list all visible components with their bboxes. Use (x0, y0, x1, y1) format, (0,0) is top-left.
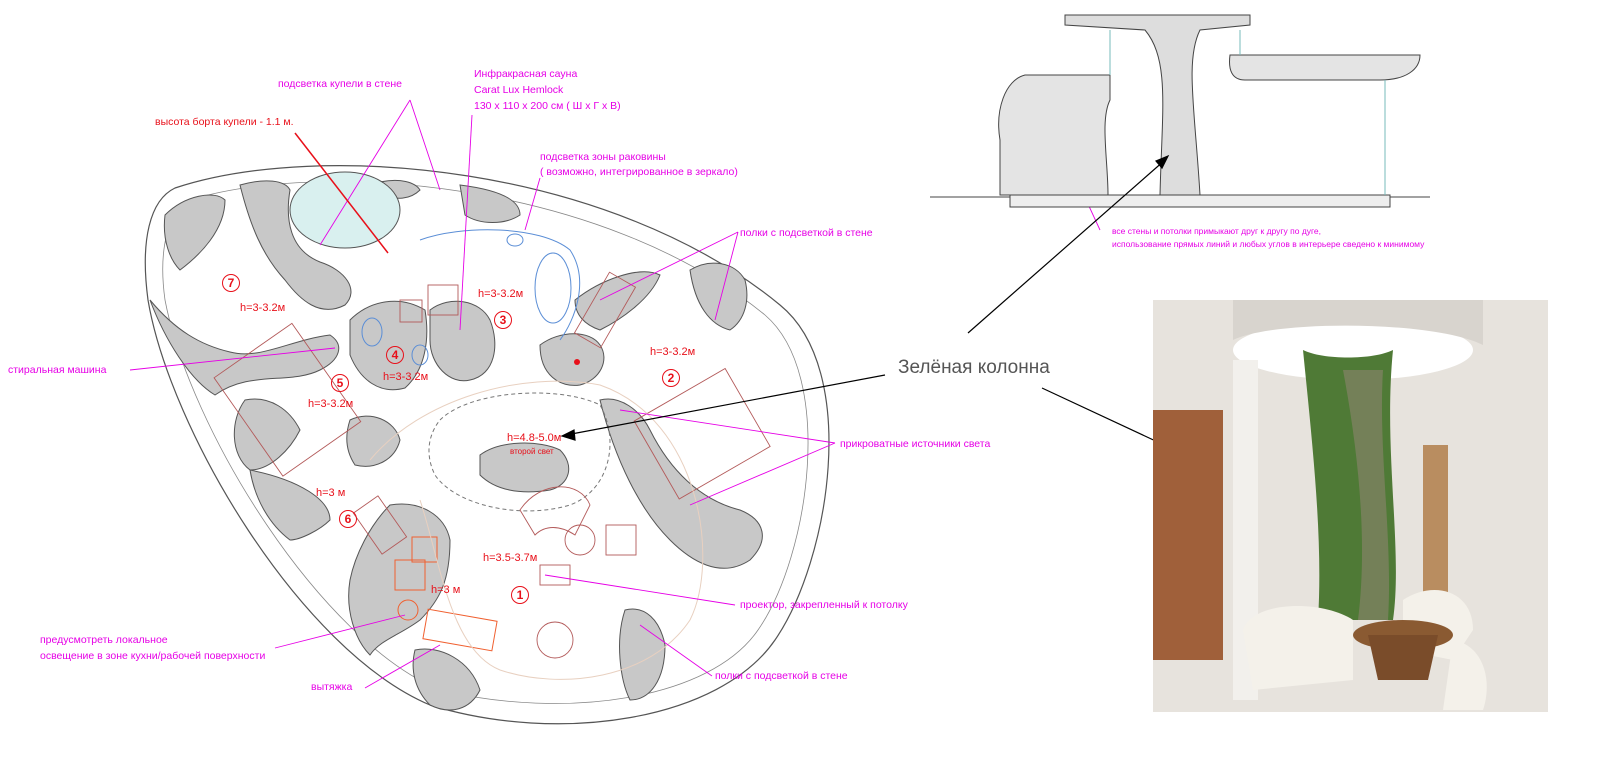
section-note-2: использование прямых линий и любых углов… (1112, 239, 1425, 249)
atrium-note: второй свет (510, 447, 554, 456)
shelves-bottom-label: полки с подсветкой в стене (715, 670, 848, 682)
room-height-2: h=3-3.2м (650, 346, 696, 358)
room-height-3: h=3-3.2м (478, 288, 524, 300)
plan-inner-wall (162, 181, 809, 704)
room-number-7: 7 (222, 274, 240, 292)
sink-light-label: подсветка зоны раковины (540, 151, 666, 163)
wall-masses (149, 179, 763, 711)
pool-height-label: высота борта купели - 1.1 м. (155, 116, 294, 128)
hood-label: вытяжка (311, 681, 353, 693)
room-height-5: h=3-3.2м (308, 398, 354, 410)
sink-light-note: ( возможно, интегрированное в зеркало) (540, 166, 738, 178)
sauna-dims-label: 130 x 110 x 200 см ( Ш x Г x В) (474, 100, 621, 112)
sauna-model-label: Carat Lux Hemlock (474, 84, 564, 96)
kitchen-light-label-1: предусмотреть локальное (40, 634, 168, 646)
atrium-height: h=4.8-5.0м (507, 432, 562, 444)
room-number-6: 6 (339, 510, 357, 528)
shelves-top-label: полки с подсветкой в стене (740, 227, 873, 239)
green-column-callout: Зелёная колонна (898, 357, 1050, 378)
room-number-3: 3 (494, 311, 512, 329)
room-number-2: 2 (662, 369, 680, 387)
pool-wall-light-label: подсветка купели в стене (278, 78, 402, 90)
bedside-lights-label: прикроватные источники света (840, 438, 991, 450)
room-number-4: 4 (386, 346, 404, 364)
room-number-5: 5 (331, 374, 349, 392)
room-height-7: h=3-3.2м (240, 302, 286, 314)
kitchen (394, 536, 498, 652)
washing-machine-label: стиральная машина (8, 364, 107, 376)
room-height-6: h=3 м (316, 487, 346, 499)
section-drawing (930, 14, 1430, 208)
plunge-pool (289, 171, 401, 249)
sauna-title-label: Инфракрасная сауна (474, 68, 578, 80)
furniture (213, 271, 771, 659)
projector-label: проектор, закрепленный к потолку (740, 599, 908, 611)
green-column-photo (1153, 300, 1548, 712)
room-height-1: h=3.5-3.7м (483, 552, 538, 564)
room-height-4: h=3-3.2м (383, 371, 429, 383)
kitchen-height: h=3 м (431, 584, 461, 596)
kitchen-light-label-2: освещение в зоне кухни/рабочей поверхнос… (40, 650, 266, 662)
room-number-1: 1 (511, 586, 529, 604)
section-note-1: все стены и потолки примыкают друг к дру… (1112, 226, 1322, 236)
